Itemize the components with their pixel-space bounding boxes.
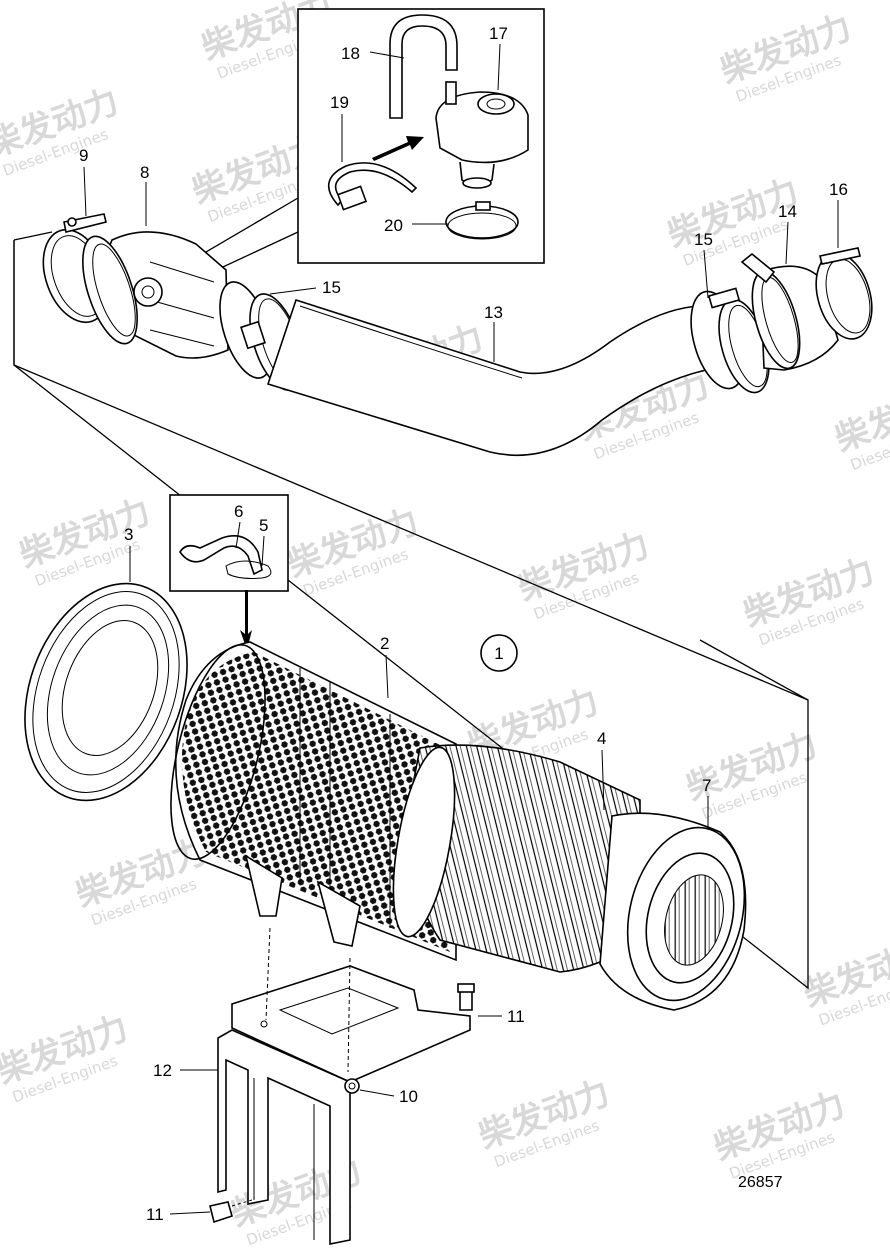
callout-10: 10 [399,1087,418,1106]
retainer-clip-5 [225,560,272,579]
filter-element-4 [392,744,641,973]
callout-11: 11 [146,1205,164,1224]
callout-13: 13 [484,303,503,322]
group-diagonal [13,364,809,701]
callout-leaders [83,166,839,1215]
callout-15: 15 [694,230,713,249]
cable-tie-19 [328,162,418,211]
callout-12: 12 [153,1061,172,1080]
callout-11: 11 [507,1007,525,1026]
end-cap-7 [599,812,747,1011]
callout-14: 14 [778,202,797,221]
inlet-hood-8 [82,231,229,359]
group-marker: 1 [480,634,518,672]
clamp-ring-20 [445,201,519,240]
group-marker-label: 1 [494,644,503,663]
screw-10 [344,1078,360,1094]
callout-20: 20 [384,216,403,235]
callout-9: 9 [79,146,88,165]
callout-labels: 18 17 19 20 9 8 15 13 15 14 16 3 6 5 2 4… [79,24,848,1224]
callout-4: 4 [597,729,606,748]
callout-3: 3 [124,525,133,544]
mounting-bracket-12 [209,927,475,1245]
inset-pointer-arrow [240,590,252,650]
restriction-sensor-17 [435,81,529,189]
callout-6: 6 [234,502,243,521]
air-filter-housing-2 [170,641,457,962]
retainer-clip-6 [179,535,263,576]
callout-16: 16 [829,180,848,199]
callout-7: 7 [702,776,711,795]
callout-17: 17 [489,24,508,43]
callout-19: 19 [330,93,349,112]
assembly-arrow [372,136,424,161]
hose-clamp-16 [815,247,873,340]
callout-15: 15 [322,278,341,297]
callout-8: 8 [140,163,149,182]
callout-18: 18 [341,44,360,63]
bolt-11-right [457,983,475,1011]
vent-hose-18 [389,14,458,119]
drawing-number: 26857 [738,1174,783,1191]
intake-assembly [42,213,873,457]
bolt-11-left [209,1199,253,1224]
bracket-detail-inset [169,494,289,650]
sensor-detail-inset [147,8,545,301]
intake-pipe-13 [266,298,717,457]
end-cover-seal-3 [24,582,188,802]
callout-5: 5 [259,516,268,535]
callout-2: 2 [380,634,389,653]
